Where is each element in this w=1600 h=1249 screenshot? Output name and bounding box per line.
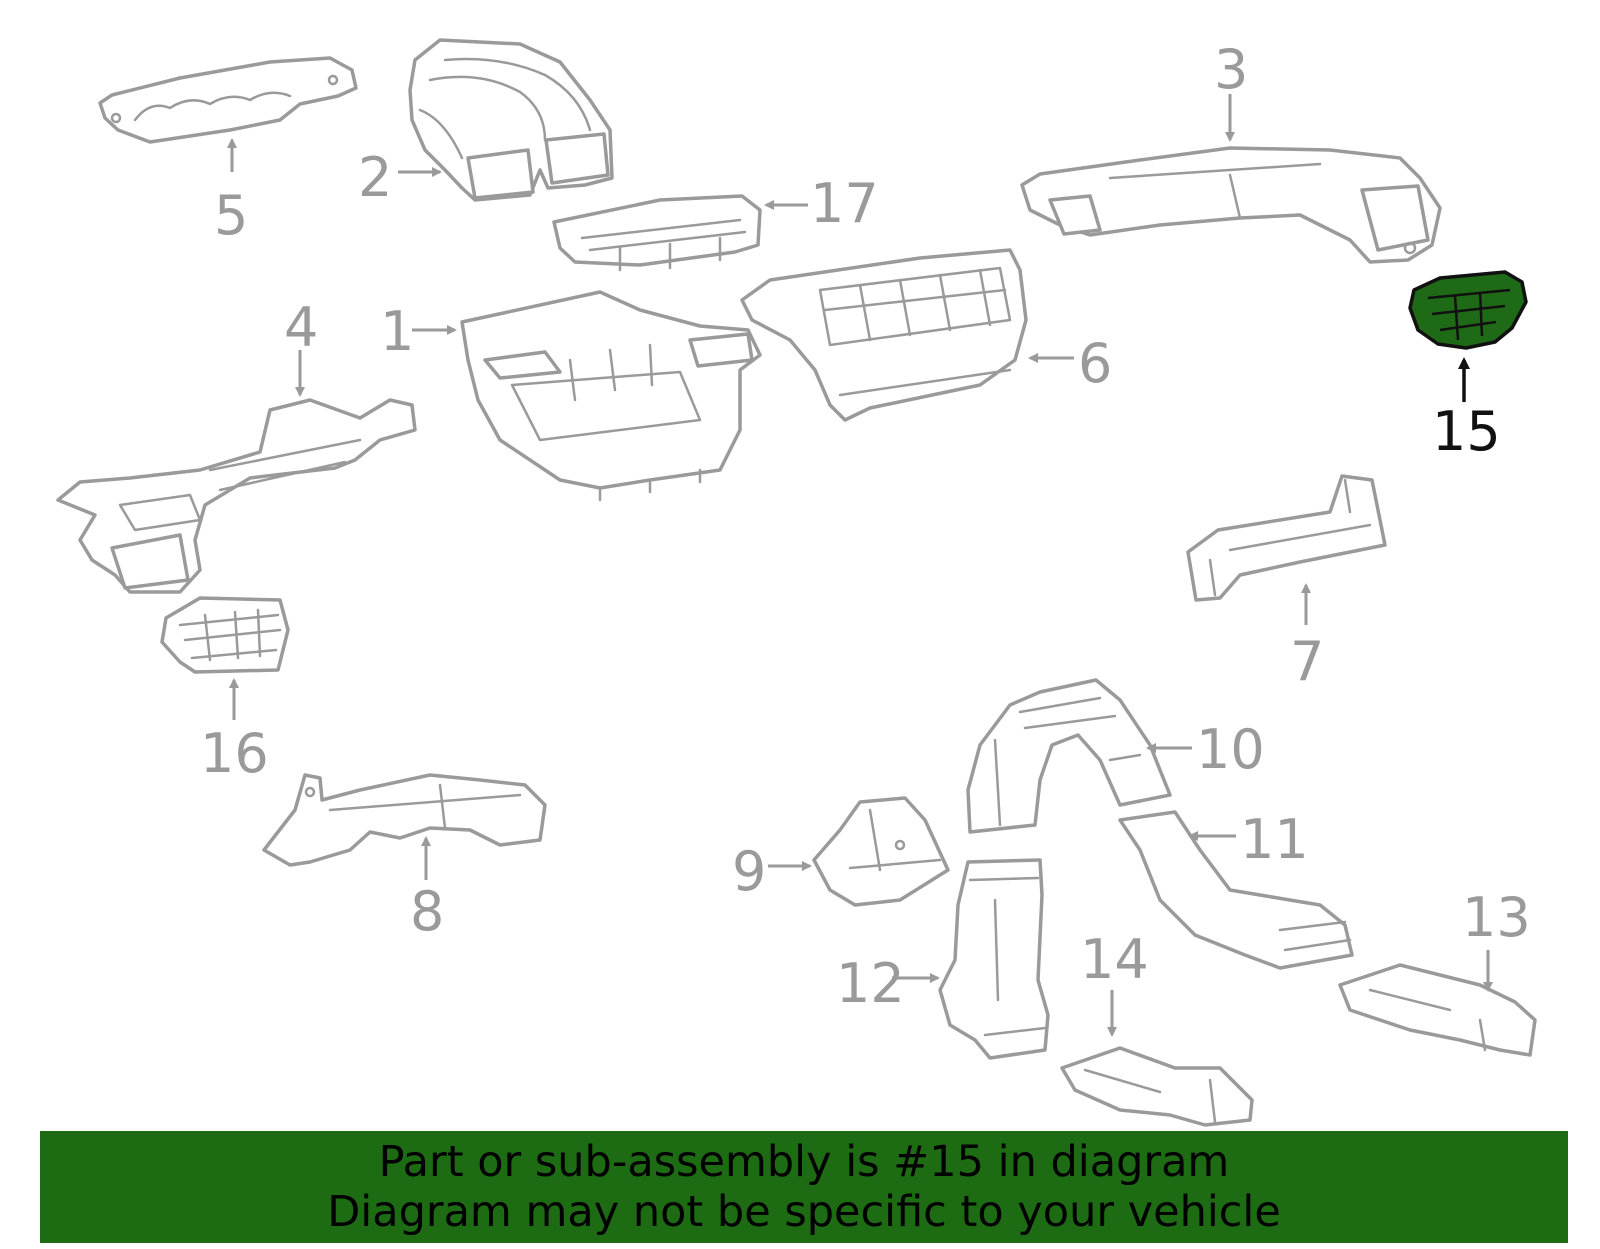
callout-5: 5 [214, 138, 248, 247]
callout-12: 12 [836, 952, 940, 1015]
callout-4: 4 [284, 296, 318, 397]
svg-text:2: 2 [358, 146, 392, 209]
svg-text:17: 17 [810, 172, 879, 235]
part-10-curved-duct[interactable] [966, 678, 1172, 834]
parts-diagram: 5 2 17 3 15 [56, 38, 1537, 1127]
info-banner: Part or sub-assembly is #15 in diagram D… [40, 1131, 1568, 1243]
callout-16: 16 [200, 678, 269, 785]
svg-text:5: 5 [214, 184, 248, 247]
svg-text:7: 7 [1290, 630, 1324, 693]
part-3-side-duct[interactable] [1020, 146, 1442, 264]
part-12-rear-duct[interactable] [938, 858, 1050, 1060]
svg-text:8: 8 [410, 880, 444, 943]
callout-17: 17 [764, 172, 879, 235]
banner-line-2: Diagram may not be specific to your vehi… [327, 1187, 1281, 1237]
part-5-duct-bracket[interactable] [98, 56, 358, 144]
callout-14: 14 [1080, 928, 1149, 1037]
callout-13: 13 [1462, 886, 1531, 992]
part-15-highlighted[interactable] [1408, 270, 1528, 350]
svg-text:14: 14 [1080, 928, 1149, 991]
callout-8: 8 [410, 836, 444, 943]
callout-7: 7 [1290, 583, 1324, 693]
part-1-heater-case[interactable] [460, 290, 762, 502]
svg-text:4: 4 [284, 296, 318, 359]
part-13-rear-floor-outlet[interactable] [1338, 963, 1537, 1057]
svg-text:9: 9 [732, 840, 766, 903]
svg-text:1: 1 [380, 300, 414, 363]
svg-text:10: 10 [1196, 718, 1265, 781]
svg-text:11: 11 [1240, 808, 1309, 871]
svg-text:6: 6 [1078, 332, 1112, 395]
part-4-left-duct[interactable] [56, 398, 417, 594]
part-16-vent-outlet[interactable] [160, 596, 290, 674]
svg-text:15: 15 [1432, 400, 1501, 463]
callout-3: 3 [1214, 38, 1248, 142]
callout-9: 9 [732, 840, 812, 903]
callout-15: 15 [1432, 357, 1501, 463]
callout-11: 11 [1188, 808, 1309, 871]
part-14-floor-outlet[interactable] [1060, 1046, 1254, 1127]
part-9-duct-adapter[interactable] [812, 796, 950, 907]
svg-text:13: 13 [1462, 886, 1531, 949]
part-8-support-bracket[interactable] [262, 773, 547, 867]
part-7-duct-bracket[interactable] [1186, 474, 1387, 602]
part-11-floor-duct[interactable] [1118, 810, 1354, 970]
part-2-twin-duct[interactable] [408, 38, 614, 202]
callout-2: 2 [358, 146, 442, 209]
callout-10: 10 [1146, 718, 1265, 781]
svg-text:3: 3 [1214, 38, 1248, 101]
part-6-filter-housing[interactable] [740, 248, 1028, 422]
callout-6: 6 [1028, 332, 1112, 395]
callout-1: 1 [380, 300, 457, 363]
svg-text:16: 16 [200, 722, 269, 785]
part-17-vent-grille[interactable] [552, 194, 762, 272]
banner-line-1: Part or sub-assembly is #15 in diagram [378, 1137, 1230, 1187]
svg-text:12: 12 [836, 952, 905, 1015]
